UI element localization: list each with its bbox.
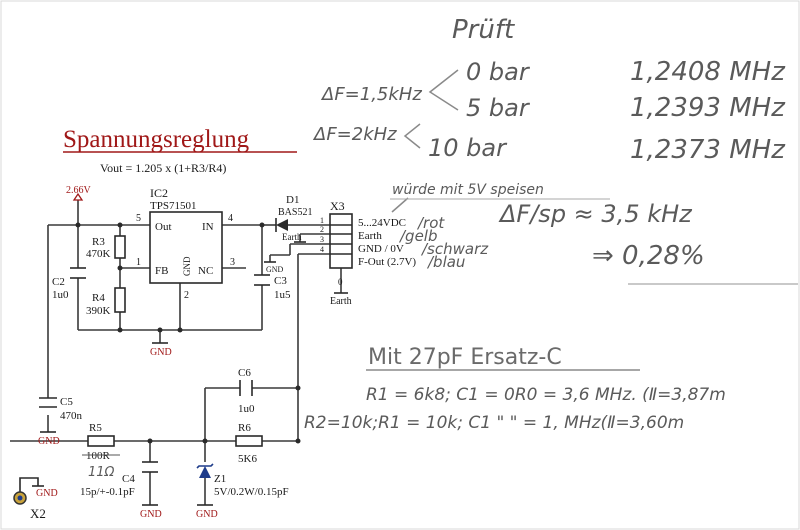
hw-f5: 1,2393 MHz [630, 93, 786, 123]
hw-color-schwarz: /schwarz [420, 240, 489, 258]
c4-value: 15p/+-0.1pF [80, 486, 135, 498]
ic-gnd-label: GND [150, 347, 172, 358]
c4-symbol [142, 461, 158, 473]
hw-df-2: ΔF=2kHz [312, 124, 397, 145]
x3-earth-label: Earth [330, 296, 352, 307]
ic2-pin-2: 2 [184, 290, 189, 301]
hw-p5: 5 bar [466, 94, 531, 122]
c3-name: C3 [274, 275, 287, 287]
hw-pruft: Prüft [452, 15, 515, 45]
supply-arrow [72, 192, 84, 201]
r6-value: 5K6 [238, 453, 257, 465]
wires [10, 200, 342, 505]
voltage-label: 2.66V [66, 185, 92, 196]
ic2-pin-out: Out [155, 221, 172, 233]
hw-color-gelb: /gelb [398, 227, 438, 245]
r3-name: R3 [92, 236, 105, 248]
ic2-pin-5: 5 [136, 213, 141, 224]
hw-ersatz: Mit 27pF Ersatz-C [368, 345, 562, 370]
x3-pin2-earth: Earth [282, 232, 302, 242]
r5-handwritten: 11Ω [88, 465, 115, 480]
hw-color-blau: /blau [426, 253, 465, 271]
r4-value: 390K [86, 305, 111, 317]
r4-symbol [114, 287, 126, 313]
hw-df-1: ΔF=1,5kHz [320, 84, 422, 105]
hw-brace-2 [403, 123, 421, 149]
z1-value: 5V/0.2W/0.15pF [214, 486, 289, 498]
x3-pin-0: 0 [338, 277, 343, 287]
x3-pin-1: 1 [320, 216, 324, 225]
d1-name: D1 [286, 194, 299, 206]
c2-symbol [70, 267, 86, 279]
ic2-part: TPS71501 [150, 200, 196, 212]
x2-gnd-label: GND [36, 488, 58, 499]
schematic-title: Spannungsreglung [63, 126, 250, 153]
hw-wuerde: würde mit 5V speisen [392, 182, 544, 198]
x3-pin-3: 3 [320, 235, 324, 244]
d1-part: BAS521 [278, 207, 312, 218]
junction-dots [75, 222, 301, 444]
x3-label-supply: 5...24VDC [358, 217, 406, 229]
ic2-symbol: IC2 TPS71501 Out IN FB NC GND 5 4 1 3 2 [136, 186, 235, 301]
z1-gnd-label: GND [196, 509, 218, 520]
hw-p10: 10 bar [428, 134, 508, 162]
ic2-pin-nc: NC [198, 265, 213, 277]
c5-value: 470n [60, 410, 83, 422]
c4-name: C4 [122, 473, 135, 485]
c6-name: C6 [238, 367, 251, 379]
c5-symbol [39, 397, 57, 408]
hw-line-2: R2=10k;R1 = 10k; C1 " " = 1, MHz(Ⅱ=3,60m [304, 413, 684, 433]
r6-symbol [235, 435, 263, 447]
hw-dfsp: ΔF/sp ≈ 3,5 kHz [498, 200, 693, 228]
hw-wuerde-arrow [391, 197, 409, 213]
c3-gnd-label: GND [266, 265, 284, 274]
r6-name: R6 [238, 422, 251, 434]
x3-label-gnd: GND / 0V [358, 243, 404, 255]
ic2-pin-fb: FB [155, 265, 168, 277]
c6-symbol [239, 380, 253, 396]
x2-connector [13, 477, 44, 505]
c5-gnd-label: GND [38, 436, 60, 447]
z1-name: Z1 [214, 473, 226, 485]
vout-formula: Vout = 1.205 x (1+R3/R4) [100, 161, 226, 175]
ic2-pin-gnd: GND [182, 256, 192, 276]
hw-percent: ⇒ 0,28% [592, 241, 705, 271]
c3-value: 1u5 [274, 289, 291, 301]
hw-p0: 0 bar [466, 58, 531, 86]
hw-color-rot: /rot [416, 214, 445, 232]
r3-symbol [114, 235, 126, 259]
hw-brace-1 [428, 69, 459, 111]
ic2-pin-in: IN [202, 221, 214, 233]
c3-symbol [254, 274, 270, 286]
hw-line-1: R1 = 6k8; C1 = 0R0 = 3,6 MHz. (Ⅱ=3,87m [366, 385, 726, 405]
r5-name: R5 [89, 422, 102, 434]
x3-label-fout: F-Out (2.7V) [358, 256, 416, 268]
ic2-name: IC2 [150, 186, 168, 200]
hw-f0: 1,2408 MHz [630, 57, 786, 87]
c5-name: C5 [60, 396, 73, 408]
r4-name: R4 [92, 292, 105, 304]
ic2-pin-3: 3 [230, 257, 235, 268]
z1-symbol [196, 463, 214, 478]
r3-value: 470K [86, 248, 111, 260]
x3-pin-2: 2 [320, 225, 324, 234]
x3-label-earth: Earth [358, 230, 382, 242]
hw-f10: 1,2373 MHz [630, 135, 786, 165]
x3-pin-4: 4 [320, 245, 324, 254]
r5-symbol [87, 435, 115, 447]
c4-gnd-label: GND [140, 509, 162, 520]
c2-name: C2 [52, 276, 65, 288]
x3-connector [329, 213, 353, 269]
r5-value: 100R [86, 450, 111, 462]
ic2-pin-4: 4 [228, 213, 233, 224]
d1-symbol [275, 218, 288, 232]
x3-name: X3 [330, 199, 345, 213]
ic2-pin-1: 1 [136, 257, 141, 268]
c6-value: 1u0 [238, 403, 255, 415]
x2-name: X2 [30, 506, 46, 521]
c2-value: 1u0 [52, 289, 69, 301]
